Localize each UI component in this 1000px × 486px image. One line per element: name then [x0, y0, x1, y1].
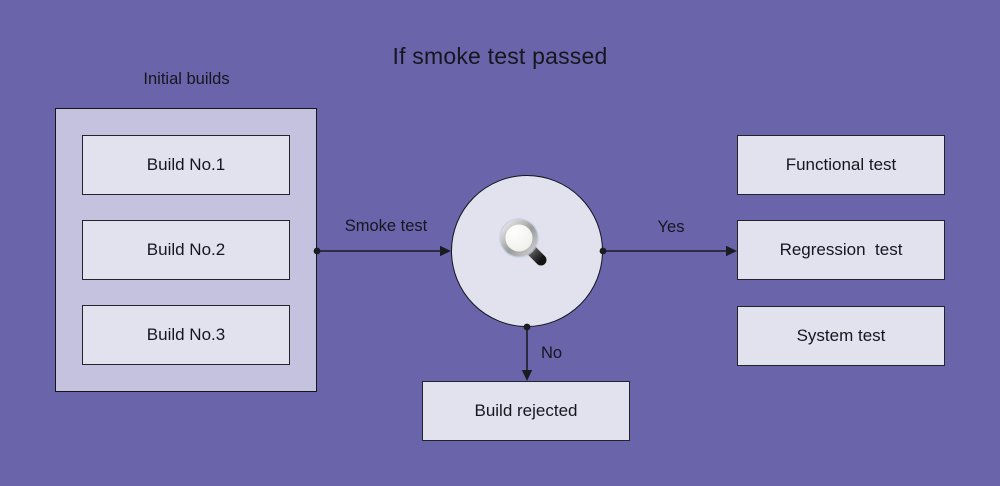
initial-builds-label: Initial builds	[143, 70, 230, 88]
build-node-1: Build No.1	[82, 134, 290, 195]
build-rejected-node: Build rejected	[422, 381, 630, 441]
build-node-2: Build No.2	[82, 219, 290, 280]
no-edge-label: No	[541, 344, 563, 362]
yes-edge	[599, 245, 737, 257]
functional-test-node: Functional test	[737, 135, 945, 195]
smoke-test-edge-label: Smoke test	[344, 217, 428, 235]
smoke-test-edge	[313, 245, 451, 257]
diagram-title: If smoke test passed	[392, 43, 608, 69]
no-edge	[521, 323, 533, 381]
smoke-test-decision-node	[451, 175, 603, 327]
yes-edge-label: Yes	[657, 218, 685, 236]
regression-test-node: Regression test	[737, 220, 945, 280]
build-node-3: Build No.3	[82, 304, 290, 365]
system-test-node: System test	[737, 306, 945, 366]
magnifier-icon	[499, 218, 547, 266]
initial-builds-group: Build No.1 Build No.2 Build No.3	[55, 108, 317, 392]
